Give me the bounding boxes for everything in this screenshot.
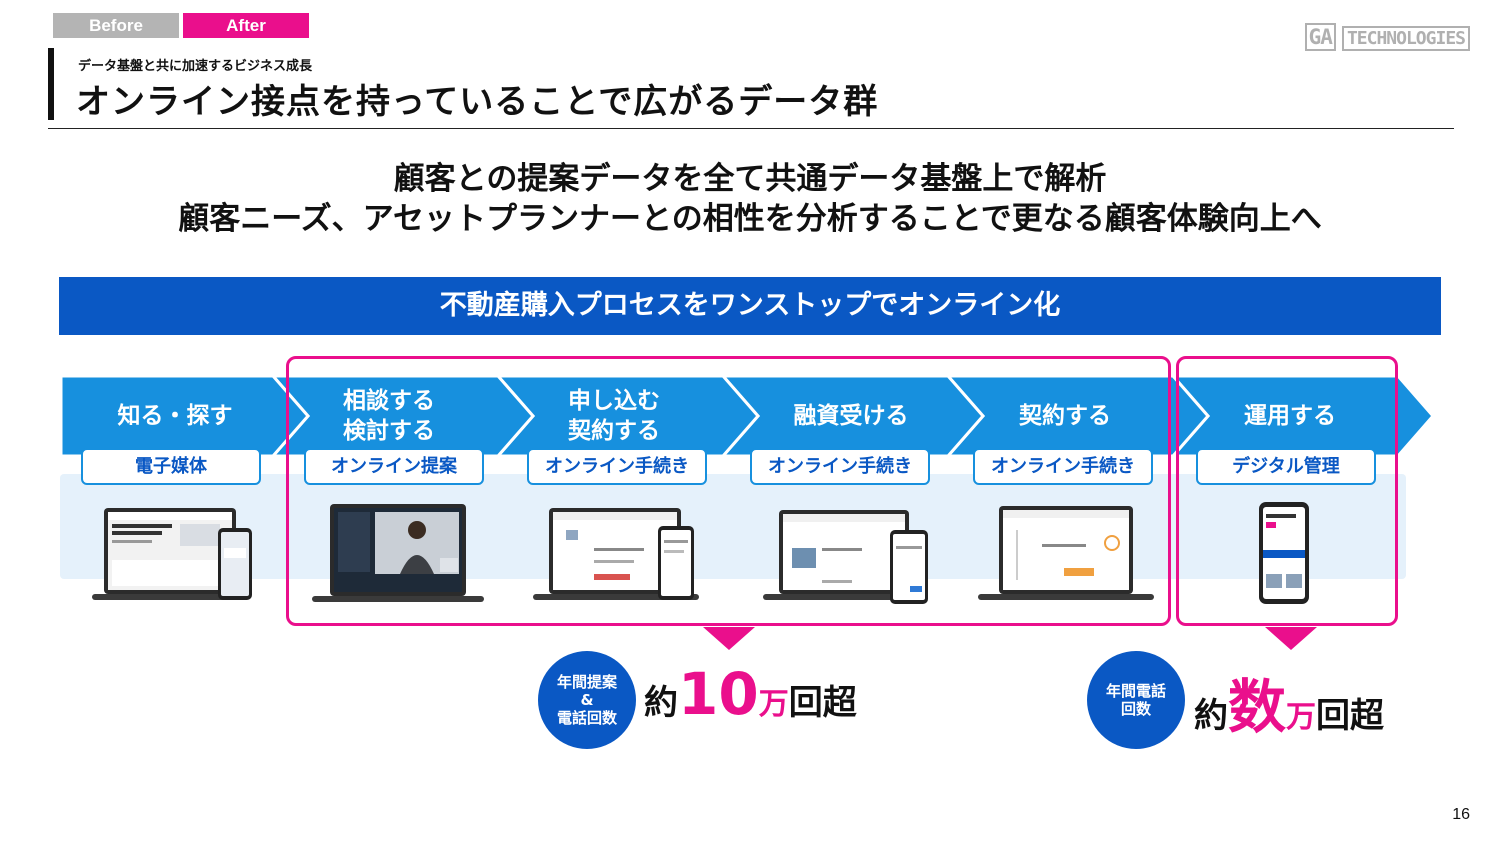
header-divider [48, 128, 1454, 129]
step-label-know: 知る・探す [117, 403, 233, 429]
device-panel [60, 474, 1406, 579]
page-title: オンライン接点を持っていることで広がるデータ群 [76, 82, 879, 122]
circle-2-line-1: 年間電話 [1105, 682, 1166, 700]
step-label-operate: 運用する [1244, 403, 1336, 429]
laptop-application-form-image [533, 508, 699, 600]
phone-management-app-image [1259, 502, 1309, 604]
laptop-loan-procedure-image [763, 510, 928, 604]
laptop-contract-image [978, 506, 1154, 600]
stat-1-number: 10 [678, 660, 759, 728]
lead-line-1: 顧客との提案データを全て共通データ基盤上で解析 [393, 161, 1107, 197]
stat-2-prefix: 約 [1194, 696, 1228, 736]
channel-pill-online-procedure-3: オンライン手続き [973, 448, 1153, 485]
circle-2-line-2: 回数 [1120, 700, 1151, 718]
stat-1-suffix: 回超 [788, 683, 857, 723]
laptop-website-image [92, 508, 252, 600]
channel-pill-online-procedure-1: オンライン手続き [527, 448, 707, 485]
step-label-consult-line1: 相談する [343, 388, 435, 414]
annual-call-stat: 約数万回超 [1194, 660, 1384, 744]
step-label-apply: 申し込む 契約する [514, 386, 714, 446]
page-subtitle: データ基盤と共に加速するビジネス成長 [78, 59, 313, 74]
channel-pill-online-procedure-2: オンライン手続き [750, 448, 930, 485]
header-accent-bar [48, 48, 54, 120]
process-banner: 不動産購入プロセスをワンストップでオンライン化 [59, 277, 1441, 335]
stat-2-suffix: 回超 [1316, 696, 1385, 736]
online-highlight-frame [286, 356, 1171, 626]
channel-pill-online-proposal: オンライン提案 [304, 448, 484, 485]
annual-call-circle: 年間電話 回数 [1087, 651, 1185, 749]
step-label-apply-line2: 契約する [568, 418, 660, 444]
page-number: 16 [1452, 806, 1470, 823]
step-arrow-1 [59, 374, 310, 458]
step-label-contract: 契約する [1019, 403, 1111, 429]
step-label-apply-line1: 申し込む [568, 388, 660, 414]
circle-1-line-3: 電話回数 [556, 709, 617, 727]
before-tab: Before [53, 13, 179, 38]
channel-pill-electronic-media: 電子媒体 [81, 448, 261, 485]
lead-line-2: 顧客ニーズ、アセットプランナーとの相性を分析することで更なる顧客体験向上へ [178, 201, 1322, 237]
step-label-loan: 融資受ける [793, 403, 909, 429]
logo-technologies: TECHNOLOGIES [1341, 26, 1470, 51]
logo-ga: GA [1304, 23, 1336, 51]
channel-pill-digital-management: デジタル管理 [1196, 448, 1376, 485]
circle-1-line-1: 年間提案 [556, 673, 617, 691]
online-pointer [703, 627, 755, 650]
step-label-consult: 相談する 検討する [289, 386, 489, 446]
step-label-consult-line2: 検討する [343, 418, 435, 444]
laptop-video-call-image [312, 504, 484, 602]
digital-pointer [1265, 627, 1317, 650]
after-tab: After [183, 13, 309, 38]
digital-highlight-frame [1176, 356, 1398, 626]
circle-1-line-2: & [580, 691, 594, 709]
stat-2-number: 数 [1228, 673, 1287, 741]
stat-2-unit: 万 [1286, 700, 1317, 735]
annual-proposal-circle: 年間提案 & 電話回数 [538, 651, 636, 749]
annual-proposal-stat: 約10万回超 [644, 660, 857, 728]
stat-1-unit: 万 [758, 687, 789, 722]
stat-1-prefix: 約 [644, 683, 678, 723]
